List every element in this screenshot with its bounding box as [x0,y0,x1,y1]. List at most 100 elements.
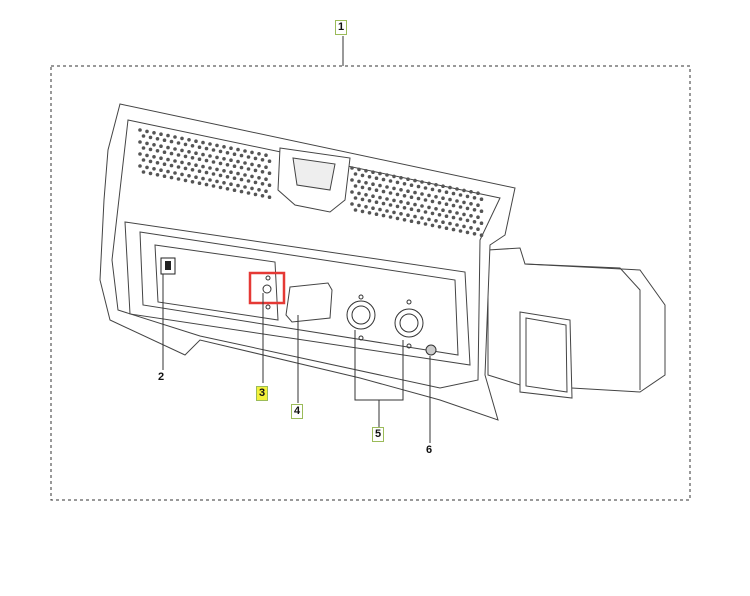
vent-hole [253,168,258,173]
callout-3[interactable]: 3 [256,386,269,401]
vent-hole [472,220,477,224]
vent-hole [187,138,191,142]
vent-hole [455,187,459,191]
vent-hole [350,202,354,206]
vent-hole [159,168,163,172]
vent-hole [141,158,146,162]
callout-5[interactable]: 5 [372,427,385,442]
vent-hole [381,213,386,218]
switch-rocker [165,261,171,270]
vent-hole [413,178,417,183]
vent-hole [469,202,473,206]
vent-hole [152,143,156,147]
vent-hole [222,157,226,161]
vent-hole [201,176,205,181]
vent-hole [374,188,379,192]
vent-hole [388,179,393,183]
vent-hole [371,206,375,210]
vent-hole [367,199,372,203]
vent-hole [465,218,470,223]
vent-hole [148,135,153,140]
vent-hole [208,178,212,182]
vent-hole [197,181,202,185]
vent-hole [201,164,205,169]
vent-hole [190,156,195,160]
vent-hole [201,152,205,157]
vent-hole [402,218,407,222]
vent-hole [434,195,438,199]
vent-hole [444,226,449,230]
vent-hole [413,190,417,195]
vent-hole [371,194,375,198]
vent-hole [472,196,477,200]
callout-6[interactable]: 6 [426,444,433,456]
vent-hole [225,151,230,155]
vent-hole [229,182,233,186]
vent-hole [152,167,156,171]
breaker [262,284,272,294]
vent-hole [180,148,184,153]
vent-hole [395,192,400,197]
vent-hole [176,165,181,169]
vent-hole [187,174,191,178]
vent-hole [173,147,177,151]
vent-hole [166,133,170,138]
vent-hole [472,208,477,212]
vent-hole [423,210,428,214]
vent-hole [476,227,480,231]
vent-hole [462,188,466,193]
vent-hole [159,144,163,148]
vent-hole [441,196,445,200]
vent-hole [462,224,466,229]
vent-hole [476,203,480,207]
ground-terminal [425,344,437,356]
vent-hole [173,171,177,175]
vent-hole [395,180,400,185]
vent-hole [357,179,361,184]
vent-hole [257,188,261,192]
vent-hole [434,219,438,223]
vent-hole [264,165,268,169]
vent-hole [264,153,268,157]
vent-hole [395,216,400,221]
vent-hole [222,169,226,173]
vent-hole [374,200,379,204]
vent-hole [409,183,414,187]
vent-hole [378,195,382,200]
vent-hole [479,209,484,213]
vent-hole [388,191,393,195]
vent-grille-right [350,166,484,237]
vent-hole [462,212,466,217]
vent-hole [260,158,265,162]
vent-hole [416,196,421,201]
vent-hole [246,155,251,159]
vent-hole [236,147,240,152]
vent-hole [479,197,484,201]
vent-hole [225,163,230,167]
vent-hole [409,195,414,199]
vent-hole [243,185,247,189]
callout-2[interactable]: 2 [158,371,165,383]
callout-4[interactable]: 4 [291,404,304,419]
vent-hole [479,233,484,237]
vent-hole [392,174,396,179]
vent-hole [427,193,431,198]
vent-hole [423,198,428,202]
vent-hole [430,199,435,204]
vent-hole [190,180,195,184]
vent-hole [371,182,375,186]
vent-hole [215,179,219,184]
vent-hole [218,149,223,154]
vent-hole [243,161,247,165]
vent-hole [232,188,237,192]
vent-hole [166,157,170,162]
vent-hole [201,140,205,145]
vent-hole [236,171,240,176]
vent-hole [406,177,410,181]
callout-1[interactable]: 1 [335,20,348,35]
vent-hole [465,230,470,235]
vent-hole [381,189,386,194]
vent-hole [159,156,163,160]
vent-hole [222,181,226,185]
vent-hole [385,197,389,201]
